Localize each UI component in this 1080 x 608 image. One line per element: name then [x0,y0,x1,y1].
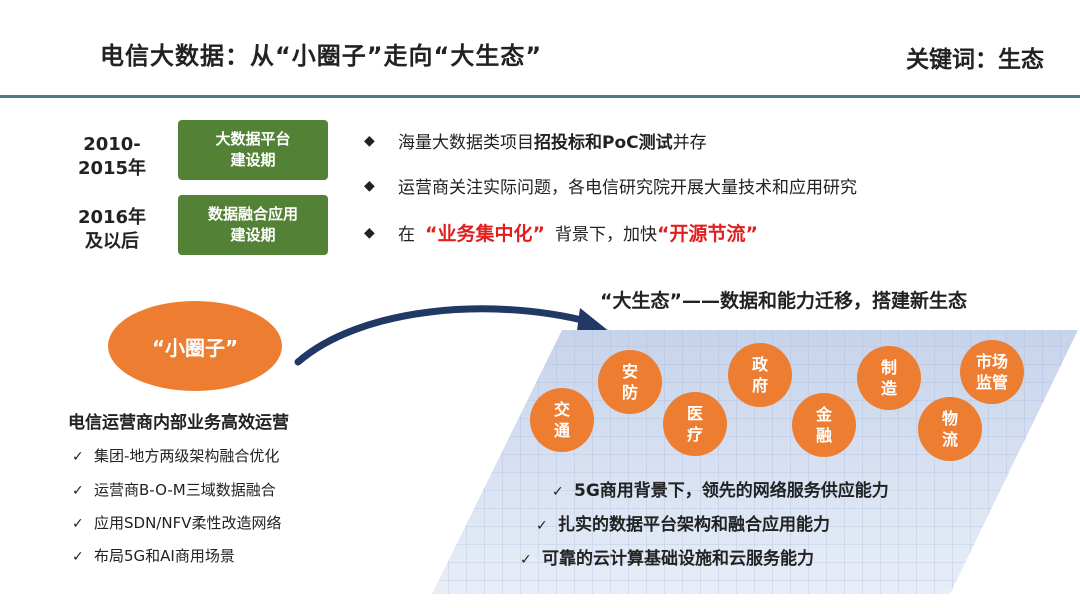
stage-box-big-data-platform: 大数据平台 建设期 [178,120,328,180]
node-logistics: 物流 [918,397,982,461]
bullet-text: 海量大数据类项目 [398,133,534,153]
capability-text: 可靠的云计算基础设施和云服务能力 [542,549,814,569]
node-text: 交 [553,400,570,419]
bullet-text: 运营商关注实际问题，各电信研究院开展大量技术和应用研究 [398,178,857,198]
bullet-strong-text: 招投标和PoC测试 [534,133,673,153]
stage-line: 大数据平台 [215,130,291,148]
diamond-bullet-icon: ◆ [364,177,375,194]
node-text: 医 [686,404,703,423]
period-line: 2010- [83,134,141,155]
small-circle-heading: 电信运营商内部业务高效运营 [68,413,289,433]
node-text: 府 [751,376,768,395]
check-icon: ✓ [536,518,548,534]
node-text: 政 [751,355,768,374]
check-item-text: 集团-地方两级架构融合优化 [94,447,280,465]
check-item: ✓ 运营商B-O-M三域数据融合 [72,479,276,500]
bullet-text: 背景下，加快 [554,225,657,245]
node-text: 融 [815,426,832,445]
capability-item: ✓ 扎实的数据平台架构和融合应用能力 [536,510,830,535]
node-market-supervision: 市场监管 [960,340,1024,404]
stage-box-data-fusion: 数据融合应用 建设期 [178,195,328,255]
period-line: 2016年 [77,207,147,228]
capability-item: ✓ 5G商用背景下，领先的网络服务供应能力 [552,476,889,501]
check-item: ✓ 应用SDN/NFV柔性改造网络 [72,512,281,533]
check-icon: ✓ [72,549,84,565]
node-text: 物 [941,409,958,428]
check-item-text: 应用SDN/NFV柔性改造网络 [94,514,282,532]
ecosystem-heading: “大生态”——数据和能力迁移，搭建新生态 [600,290,967,312]
stage-line: 建设期 [230,151,276,169]
capability-item: ✓ 可靠的云计算基础设施和云服务能力 [520,544,814,569]
period-2010-2015: 2010- 2015年 [58,133,166,181]
stage-line: 数据融合应用 [207,205,298,223]
stage-line: 建设期 [230,226,276,244]
node-medical: 医疗 [663,392,727,456]
check-icon: ✓ [552,484,564,500]
bullet-item: ◆ 海量大数据类项目招投标和PoC测试并存 [364,128,707,154]
check-item-text: 布局5G和AI商用场景 [94,547,235,565]
node-text: 疗 [686,425,703,444]
node-text: 安 [621,362,638,381]
diamond-bullet-icon: ◆ [364,224,375,241]
header-divider [0,95,1080,98]
node-text: 通 [553,421,570,440]
check-icon: ✓ [72,483,84,499]
node-manufacturing: 制造 [857,346,921,410]
highlight-text: “业务集中化” [425,223,545,245]
small-circle-ellipse: “小圈子” [108,301,282,391]
period-line: 及以后 [85,231,139,252]
period-2016-later: 2016年 及以后 [58,206,166,254]
node-security: 安防 [598,350,662,414]
bullet-text: 在 [398,225,415,245]
node-text: 监管 [975,373,1008,392]
node-text: 造 [880,379,897,398]
check-icon: ✓ [520,552,532,568]
check-item: ✓ 集团-地方两级架构融合优化 [72,445,279,466]
node-text: 金 [815,405,832,424]
check-item-text: 运营商B-O-M三域数据融合 [94,481,276,499]
node-finance: 金融 [792,393,856,457]
node-government: 政府 [728,343,792,407]
check-icon: ✓ [72,516,84,532]
node-text: 流 [941,430,958,449]
bullet-item: ◆ 在 “业务集中化” 背景下，加快“开源节流” [364,219,758,246]
node-text: 市场 [975,352,1008,371]
capability-text: 扎实的数据平台架构和融合应用能力 [558,515,830,535]
period-line: 2015年 [77,158,147,179]
diamond-bullet-icon: ◆ [364,132,375,149]
capability-text: 5G商用背景下，领先的网络服务供应能力 [574,481,889,501]
node-transport: 交通 [530,388,594,452]
check-item: ✓ 布局5G和AI商用场景 [72,545,235,566]
keyword-label: 关键词：生态 [906,47,1044,73]
check-icon: ✓ [72,449,84,465]
ecosystem-platform [432,330,1078,594]
node-text: 防 [621,383,638,402]
bullet-text: 并存 [672,133,707,153]
highlight-text: “开源节流” [656,223,758,245]
page-title: 电信大数据：从“小圈子”走向“大生态” [100,42,543,70]
bullet-item: ◆ 运营商关注实际问题，各电信研究院开展大量技术和应用研究 [364,173,857,199]
node-text: 制 [880,358,897,377]
